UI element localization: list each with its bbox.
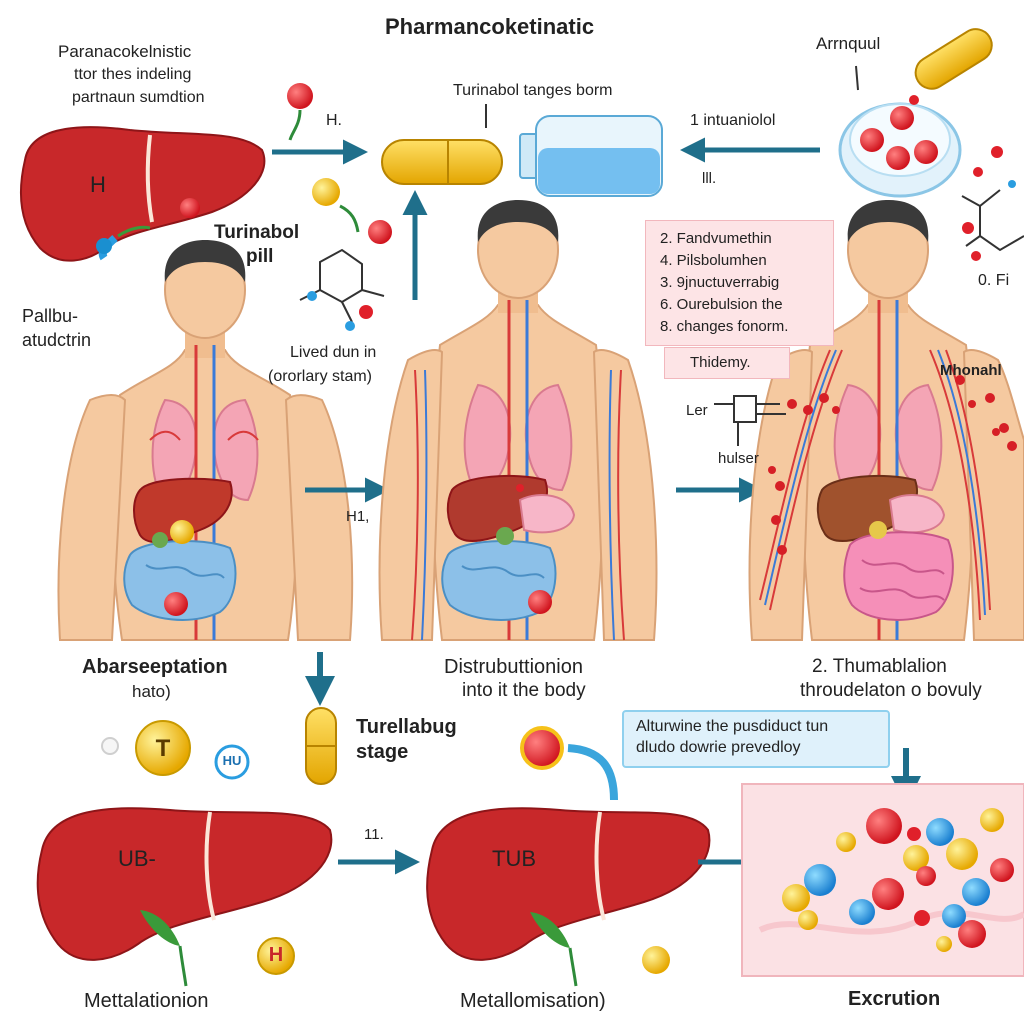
label-mhonahl: Mhonahl: [940, 362, 1002, 379]
stage-metallation-label: Mettalationion: [84, 990, 209, 1012]
info-box-line1: Alturwine the pusdiduct tun: [636, 718, 829, 735]
hu-badge-icon: [214, 744, 250, 780]
liver-tub: [426, 807, 711, 987]
label-intuaniolol: 1 intuaniolol: [690, 112, 776, 129]
stage-metallomisation-label: Metallomisation): [460, 990, 606, 1012]
label-ll-top: lll.: [702, 170, 717, 187]
info-box-line2: dludo dowrie prevedloy: [636, 739, 801, 756]
label-turinabol-tanges: Turinabol tanges borm: [453, 82, 613, 99]
label-lived-dun-2: (ororlary stam): [268, 368, 373, 385]
label-pallbu-1: Pallbu-: [22, 306, 79, 326]
label-arrnquul: Arrnquul: [816, 34, 881, 53]
label-h1-mid: H1,: [346, 508, 370, 525]
small-white-tablet: [101, 737, 119, 755]
h-badge-label: H: [268, 944, 284, 966]
label-turellabug-1: Turellabug: [356, 716, 457, 738]
drug-molecule-yellow: [312, 178, 340, 206]
thidemy-panel: [664, 347, 790, 379]
body-figure-distribution: [378, 200, 658, 641]
label-pallbu-2: atudctrin: [22, 330, 92, 350]
label-hulser: hulser: [718, 450, 759, 467]
excreted-molecules: [782, 808, 1014, 952]
drug-molecule-red: [520, 726, 564, 770]
step-item-3: 3. 9jnuctuverrabig: [660, 274, 780, 291]
h-badge-icon: [257, 937, 295, 975]
syringe-icon: [714, 395, 786, 446]
step-item-5: 8. changes fonorm.: [660, 318, 789, 335]
label-ler: Ler: [686, 402, 708, 419]
stage-thumablalion-subtitle: throudelaton o bovuly: [800, 680, 982, 701]
drug-molecule-red: [287, 83, 313, 109]
turellabug-capsule: [305, 707, 337, 785]
label-liver-h: H: [90, 172, 106, 197]
liver-tub-label: TUB: [492, 846, 536, 871]
steps-panel: [645, 220, 834, 346]
label-lived-dun-1: Lived dun in: [290, 344, 377, 361]
step-item-4: 6. Ourebulsion the: [660, 296, 783, 313]
molecule-structure-right: [961, 189, 1024, 252]
t-badge-icon: [135, 720, 191, 776]
body-figure-metabolism: [748, 200, 1024, 641]
label-h-dot: H.: [326, 112, 342, 129]
label-turinabol-pill-1: Turinabol: [214, 222, 300, 243]
metabolite-dots: [768, 375, 1017, 555]
drug-molecule-red: [180, 198, 200, 218]
body-figure-absorption: [57, 240, 354, 641]
step-item-1: 2. Fandvumethin: [660, 230, 772, 247]
top-left-caption-line3: partnaun sumdtion: [72, 89, 205, 106]
label-l1-bottom: 11.: [364, 826, 384, 843]
top-left-caption-line2: ttor thes indeling: [74, 66, 192, 83]
stage-thumablalion-title: 2. Thumablalion: [812, 656, 947, 677]
stage-absorption-subtitle: hato): [132, 682, 171, 701]
top-left-caption-line1: Paranacokelnistic: [58, 42, 192, 61]
step-item-2: 4. Pilsbolumhen: [660, 252, 767, 269]
stage-distribution-title: Distrubuttionion: [444, 656, 583, 678]
label-o-fi: 0. Fi: [978, 272, 1010, 289]
stage-distribution-subtitle: into it the body: [462, 680, 586, 701]
liver-ub-label: UB-: [118, 846, 156, 871]
info-box: [622, 710, 890, 768]
liver-top-left: [19, 126, 266, 262]
t-badge-label: T: [155, 735, 171, 762]
stage-absorption-title: Abarseeptation: [82, 656, 228, 678]
label-turellabug-2: stage: [356, 741, 409, 763]
page-title: Pharmancoketinatic: [385, 14, 595, 39]
liver-ub: [36, 807, 333, 987]
solution-bottle: [519, 115, 663, 197]
turinabol-capsule-top: [381, 139, 503, 185]
label-turinabol-pill-2: pill: [246, 246, 274, 267]
stage-excretion-label: Excrution: [848, 988, 941, 1010]
capsule-top-right: [914, 28, 993, 90]
label-thidemy: Thidemy.: [690, 354, 751, 371]
hu-badge-label: HU: [222, 753, 242, 768]
